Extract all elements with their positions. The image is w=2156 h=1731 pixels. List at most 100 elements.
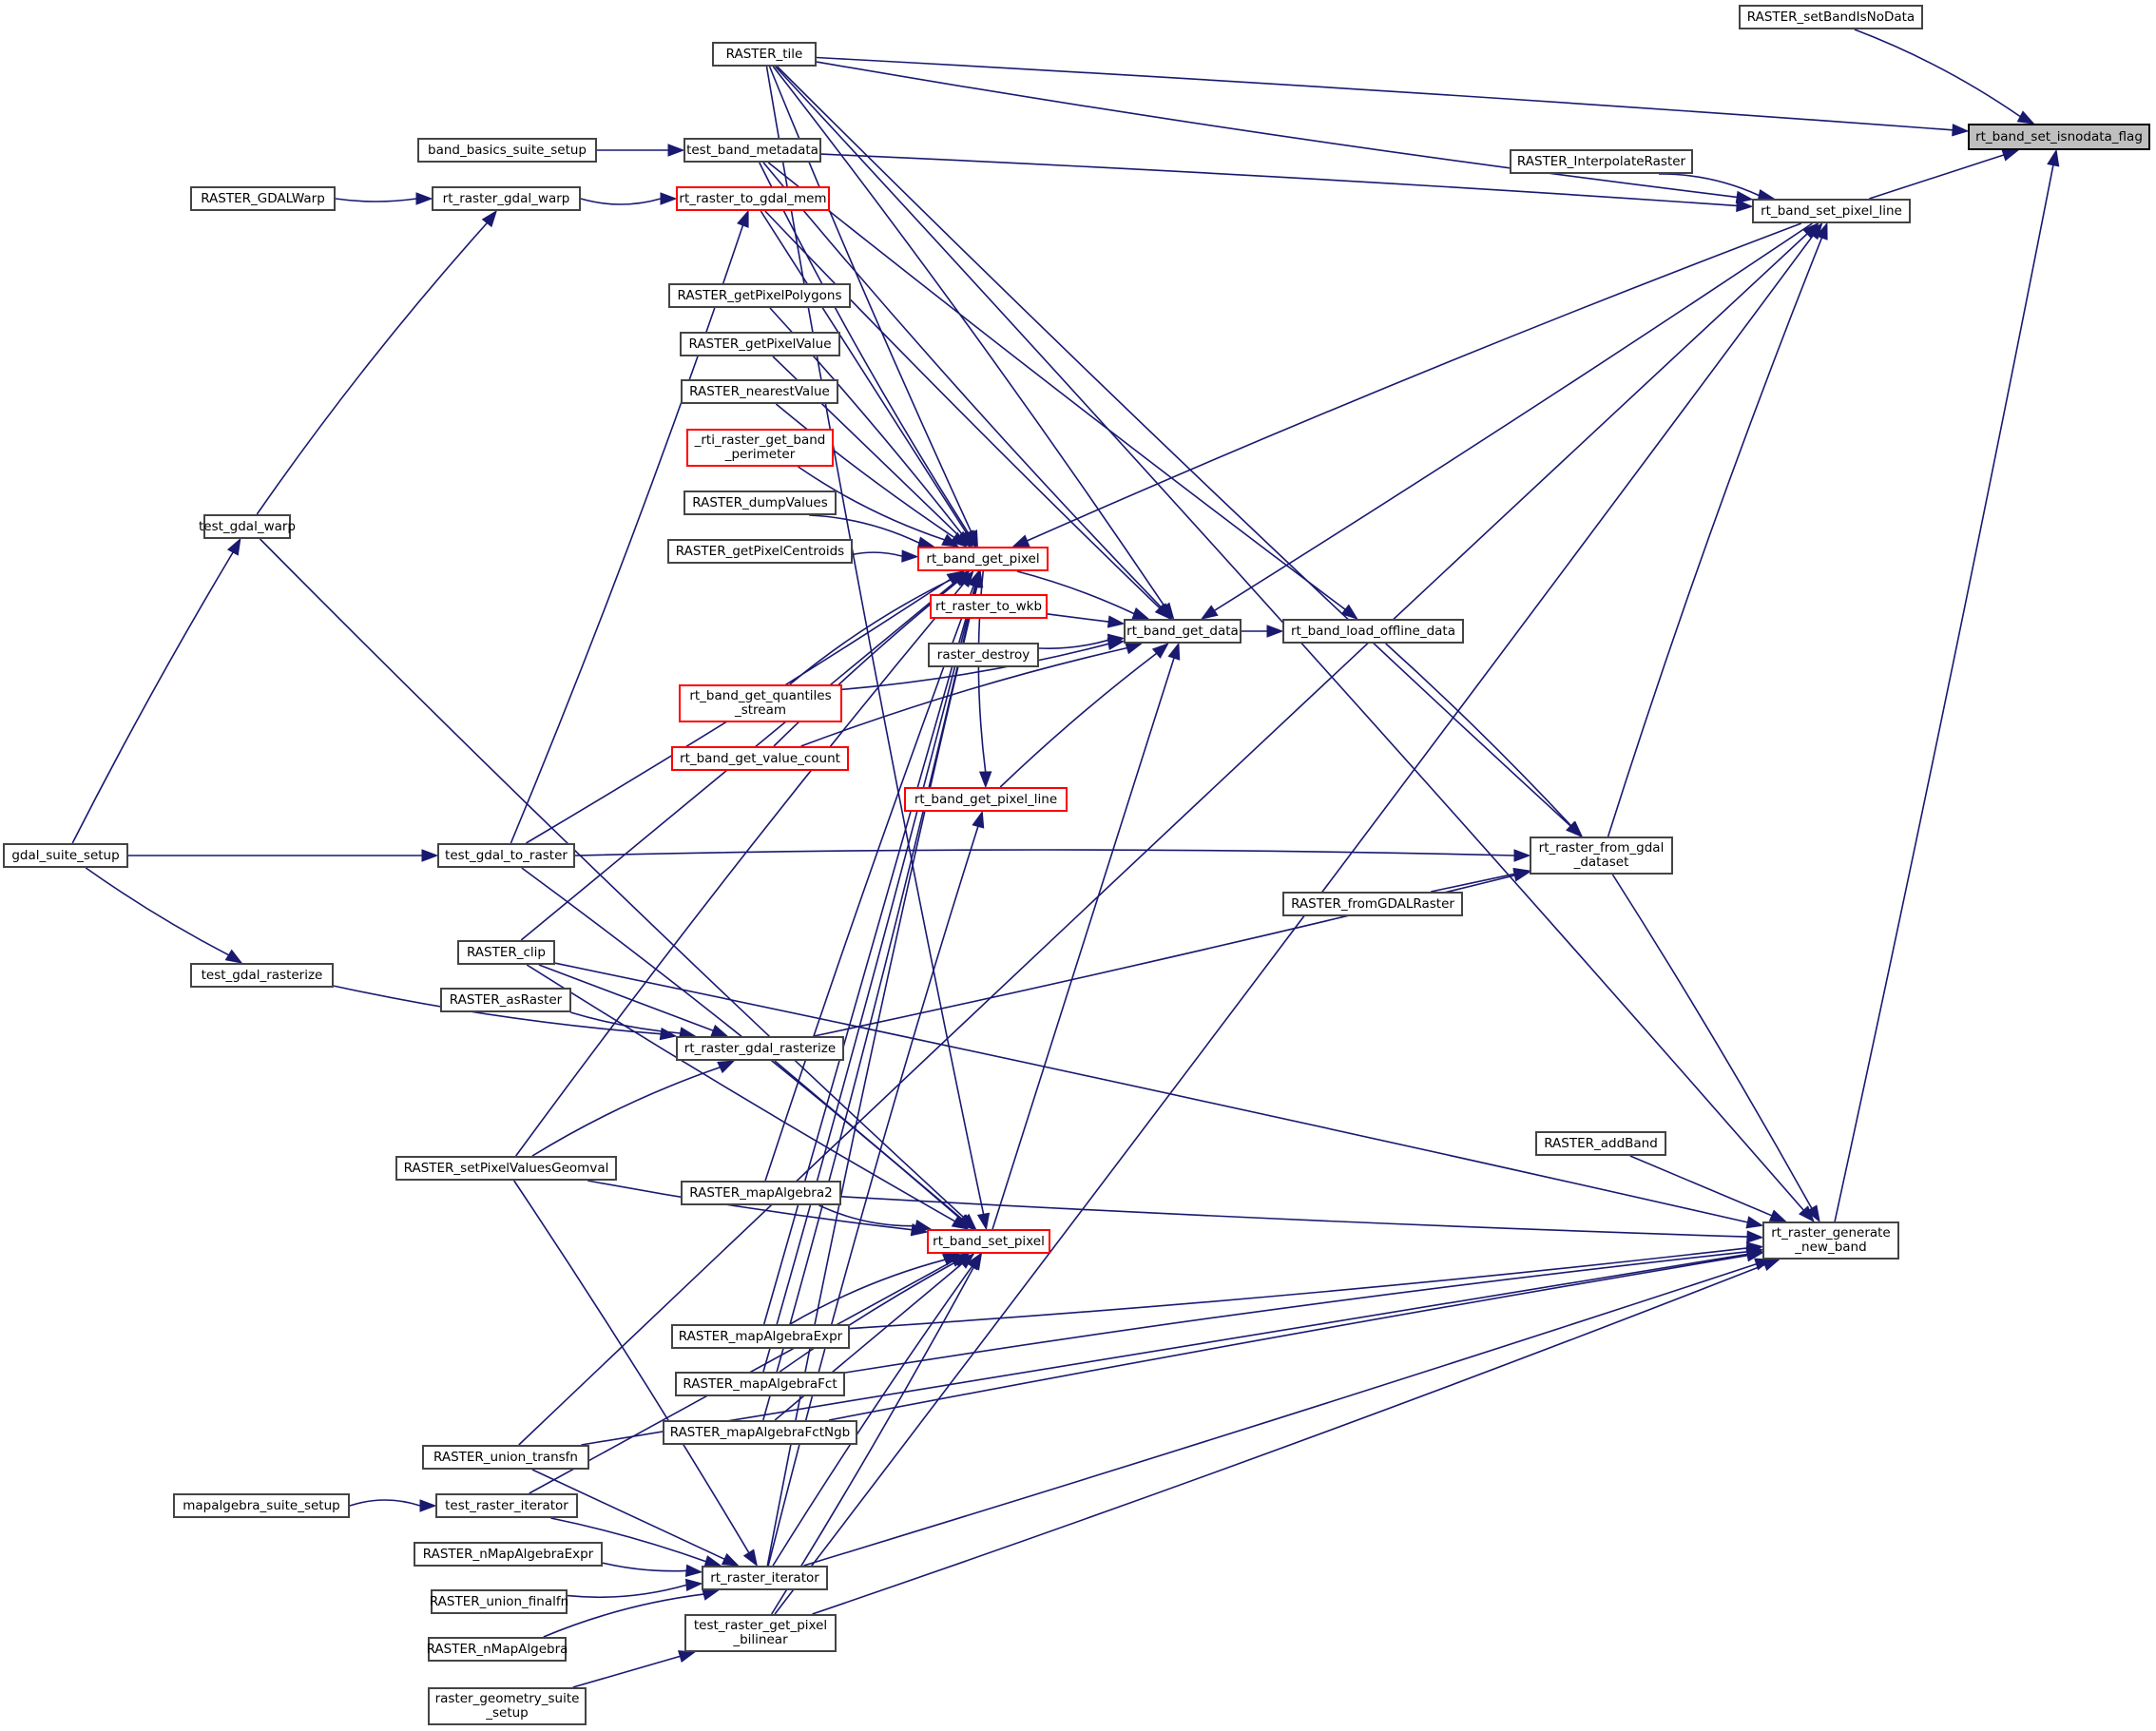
arrowhead-icon [721,1552,740,1567]
edge-test_raster_iterator-to-raster_iterator [550,1517,706,1563]
arrowhead-icon [2001,148,2020,162]
arrowhead-icon [1799,1205,1815,1223]
edge-to_gdal_mem-to-get_data [764,210,1161,609]
edge-value_count-to-get_data [800,646,1127,747]
edge-tile-to-from_gdal [777,66,1571,827]
edge-test_band_metadata-to-get_pixel [759,162,970,534]
graph-node-get-pixel-line[interactable]: rt_band_get_pixel_line [904,787,1068,812]
graph-node-interp[interactable]: RASTER_InterpolateRaster [1510,149,1693,174]
edge-mapAlgebraExpr-to-get_pixel [762,586,976,1325]
graph-node-getpixelcentroids[interactable]: RASTER_getPixelCentroids [667,539,853,564]
graph-node-getpixelvalue[interactable]: RASTER_getPixelValue [680,332,840,356]
graph-node-test-gdal-warp[interactable]: test_gdal_warp [199,514,296,539]
arrowhead-icon [1107,615,1126,628]
graph-node-to-gdal-mem[interactable]: rt_raster_to_gdal_mem [676,186,830,211]
edge-interp-to-set_pixel_line [1658,173,1760,197]
graph-node-test-gdal-to-raster[interactable]: test_gdal_to_raster [437,843,575,868]
graph-node-gdalwarp-sql[interactable]: RASTER_GDALWarp [190,186,336,211]
edge-get_pixel-to-get_data [1016,570,1135,615]
arrowhead-icon [1340,604,1358,620]
edge-gdal_suite-to-test_gdal_warp [71,551,234,844]
edge-test_band_metadata-to-get_data [762,162,1163,608]
edge-set_pixel_line-to-isnodata [1869,154,2005,200]
edge-mapAlgebra2-to-set_pixel [818,1204,916,1227]
graph-node-generate-new-band[interactable]: rt_raster_generate _new_band [1762,1221,1899,1260]
arrowhead-icon [421,849,439,862]
edge-geometry_suite-to-bilinear [572,1655,681,1688]
edge-tile-to-set_pixel [765,66,985,1215]
graph-node-addband[interactable]: RASTER_addBand [1535,1131,1666,1156]
graph-node-tile[interactable]: RASTER_tile [712,42,817,67]
graph-node-geometry-suite[interactable]: raster_geometry_suite _setup [428,1687,587,1725]
graph-node-nmapalgebra[interactable]: RASTER_nMapAlgebra [427,1637,568,1662]
arrowhead-icon [667,144,685,157]
graph-node-test-raster-iterator[interactable]: test_raster_iterator [435,1493,578,1518]
graph-node-mapalgebrafctngb[interactable]: RASTER_mapAlgebraFctNgb [663,1420,857,1445]
graph-node-load-offline[interactable]: rt_band_load_offline_data [1282,619,1464,644]
graph-node-clip[interactable]: RASTER_clip [457,940,555,965]
graph-node-quantiles[interactable]: rt_band_get_quantiles _stream [679,684,842,722]
arrowhead-icon [481,209,498,228]
arrowhead-icon [1735,190,1754,203]
graph-node-test-gdal-rasterize[interactable]: test_gdal_rasterize [190,963,334,988]
graph-node-set-pixel[interactable]: rt_band_set_pixel [927,1229,1050,1254]
arrowhead-icon [958,569,974,588]
arrowhead-icon [1125,642,1144,655]
graph-node-raster-iterator[interactable]: rt_raster_iterator [702,1566,828,1590]
graph-node-gdal-warp[interactable]: rt_raster_gdal_warp [432,186,581,211]
edge-set_pixel_line-to-get_data [1214,222,1813,611]
graph-node-mapalgebra2[interactable]: RASTER_mapAlgebra2 [681,1181,841,1205]
arrowhead-icon [1952,124,1970,137]
graph-node-setpixelvaluesgeomval[interactable]: RASTER_setPixelValuesGeomval [395,1156,617,1181]
graph-node-mapalgebraexpr[interactable]: RASTER_mapAlgebraExpr [671,1324,850,1349]
graph-node-nmapalgebraexpr[interactable]: RASTER_nMapAlgebraExpr [414,1542,603,1567]
graph-node-fromgdalraster[interactable]: RASTER_fromGDALRaster [1282,892,1463,916]
arrowhead-icon [1807,221,1823,240]
graph-node-set-pixel-line[interactable]: rt_band_set_pixel_line [1752,199,1911,223]
arrowhead-icon [2016,110,2035,125]
graph-node-raster-destroy[interactable]: raster_destroy [928,643,1039,667]
arrowhead-icon [972,810,985,829]
edge-to_wkb-to-get_data [1047,613,1109,623]
edge-from_gdal-to-set_pixel_line [1607,237,1823,837]
graph-node-to-wkb[interactable]: rt_raster_to_wkb [930,594,1048,619]
arrowhead-icon [962,529,977,548]
edge-rti_perimeter-to-get_pixel [798,466,945,541]
edge-dumpValues-to-get_pixel [809,514,920,544]
edge-setPixelValuesGeomval-to-gdal_rasterize [531,1067,721,1157]
arrowhead-icon [1746,1230,1764,1243]
edge-nearestValue-to-get_pixel [775,403,955,539]
graph-node-bilinear[interactable]: test_raster_get_pixel _bilinear [684,1614,837,1652]
graph-node-union-transfn[interactable]: RASTER_union_transfn [422,1445,589,1470]
arrowhead-icon [678,1650,697,1664]
graph-node-band-basics[interactable]: band_basics_suite_setup [417,138,597,163]
edge-gdalwarp_sql-to-gdal_warp [335,198,417,202]
edge-nMapAlgebra-to-raster_iterator [543,1593,704,1638]
edge-test_gdal_rasterize-to-gdal_rasterize [333,985,662,1035]
graph-node-get-data[interactable]: rt_band_get_data [1124,619,1242,644]
graph-node-union-finalfn[interactable]: RASTER_union_finalfn [430,1589,568,1614]
graph-node-nearestvalue[interactable]: RASTER_nearestValue [681,379,838,404]
arrowhead-icon [971,569,984,588]
arrowhead-icon [1815,221,1828,240]
graph-node-dumpvalues[interactable]: RASTER_dumpValues [683,490,837,515]
graph-node-setbandisnodata[interactable]: RASTER_setBandIsNoData [1739,5,1923,29]
graph-node-asraster[interactable]: RASTER_asRaster [440,988,571,1012]
arrowhead-icon [415,192,433,205]
graph-node-getpixelpolygons[interactable]: RASTER_getPixelPolygons [668,283,851,308]
graph-node-gdal-suite[interactable]: gdal_suite_setup [3,843,128,868]
arrowhead-icon [1107,637,1126,650]
graph-node-rti-perimeter[interactable]: _rti_raster_get_band _perimeter [686,429,834,467]
edge-union_transfn-to-generate_new_band [581,1253,1748,1446]
graph-node-get-pixel[interactable]: rt_band_get_pixel [917,547,1049,571]
graph-node-mapalgebra-suite[interactable]: mapalgebra_suite_setup [173,1493,350,1518]
graph-node-gdal-rasterize[interactable]: rt_raster_gdal_rasterize [676,1036,844,1061]
arrowhead-icon [1512,869,1531,882]
graph-node-from-gdal[interactable]: rt_raster_from_gdal _dataset [1530,837,1673,875]
arrowhead-icon [1566,820,1583,837]
arrowhead-icon [1266,625,1284,638]
graph-node-value-count[interactable]: rt_band_get_value_count [671,746,849,771]
edge-tile-to-set_pixel_line [816,61,1738,199]
graph-node-mapalgebrafct[interactable]: RASTER_mapAlgebraFct [675,1372,845,1396]
graph-node-test-band-metadata[interactable]: test_band_metadata [683,138,821,163]
